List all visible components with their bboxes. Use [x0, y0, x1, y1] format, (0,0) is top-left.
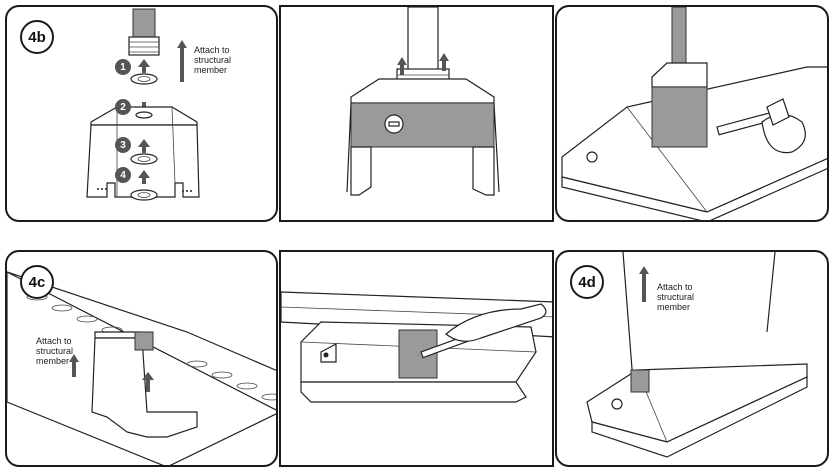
- step-badge: 4d: [570, 265, 604, 299]
- attach-caption: Attach to structural member: [194, 45, 232, 75]
- panel-fixture-strut: [279, 250, 554, 467]
- step-badge: 4b: [20, 20, 54, 54]
- chain-hung-fixture-illustration: [586, 252, 808, 458]
- callout-3: 3: [115, 137, 131, 153]
- callout-1: 1: [115, 59, 131, 75]
- fixture-strut-illustration: [281, 291, 552, 403]
- panel-fixture-wrench: [555, 5, 829, 222]
- fixture-wrench-illustration: [561, 7, 827, 220]
- attach-caption: Attach to structural member: [657, 282, 695, 312]
- step-badge: 4c: [20, 265, 54, 299]
- panel-step-4d: 4d Attach to structural member: [555, 250, 829, 467]
- panel-step-4c: 4c Attach to structural member: [5, 250, 278, 467]
- panel-step-4b-exploded: 4b Attach to structural member 1 2 3 4: [5, 5, 278, 222]
- callout-4: 4: [115, 167, 131, 183]
- assembled-bracket-illustration: [346, 7, 500, 196]
- panel-assembled-bracket: [279, 5, 554, 222]
- attach-caption: Attach to structural member: [36, 336, 74, 366]
- callout-2: 2: [115, 99, 131, 115]
- strut-bracket-illustration: [7, 271, 276, 465]
